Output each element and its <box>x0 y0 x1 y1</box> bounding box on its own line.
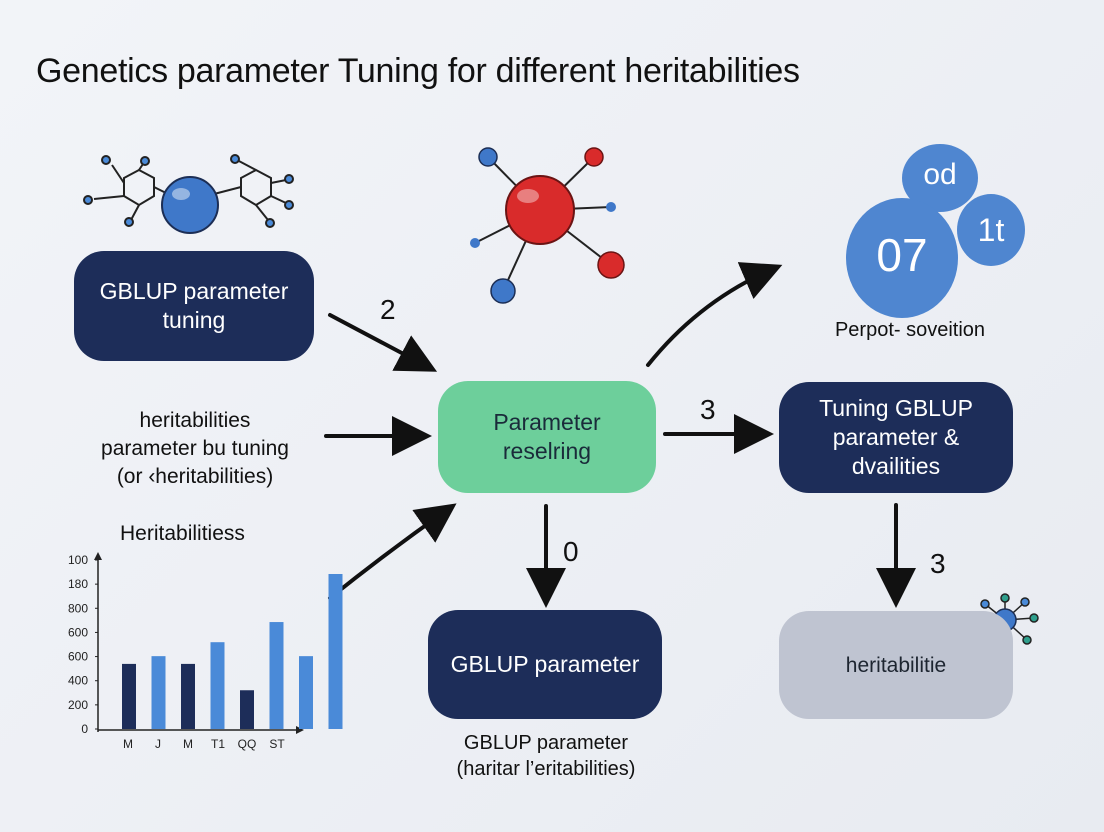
y-tick-label: 600 <box>68 625 88 639</box>
bar-m <box>122 663 136 729</box>
x-tick-label: QQ <box>238 737 257 751</box>
gblup-tuning-label: GBLUP parameter tuning <box>99 278 289 333</box>
gblup-parameter-box[interactable]: GBLUP parameter <box>428 610 662 719</box>
arrow-label-3-right: 3 <box>700 394 716 425</box>
arrow-chart-to-reselring <box>328 503 457 600</box>
bottom-caption: GBLUP parameter (haritar l’eritabilities… <box>416 730 676 782</box>
bubble-small-text: 1t <box>977 212 1005 248</box>
tuning-gblup-box[interactable]: Tuning GBLUP parameter & dvailities <box>779 382 1013 493</box>
bar-qq <box>299 656 313 729</box>
bar-j <box>151 656 166 729</box>
heritabilitie-label: heritabilitie <box>845 653 947 677</box>
y-tick-label: 600 <box>68 650 88 664</box>
x-tick-label: M <box>123 737 133 751</box>
bar-j <box>210 642 225 729</box>
blue-sphere-icon <box>161 176 219 234</box>
bar-t1 <box>269 622 284 729</box>
bottom-caption-line1: GBLUP parameter <box>463 732 629 754</box>
bar-m <box>240 690 254 729</box>
y-tick-label: 800 <box>68 601 88 615</box>
bubble-big-text: 07 <box>876 229 928 281</box>
arrow-label-3-down: 3 <box>930 548 946 579</box>
y-tick-label: 180 <box>68 577 88 591</box>
bottom-caption-line2: (haritar l’eritabilities) <box>456 758 636 780</box>
heritabilitie-box[interactable]: heritabilitie <box>779 611 1013 719</box>
molecule-hexagon-icon <box>83 154 294 228</box>
gblup-parameter-label: GBLUP parameter <box>450 651 640 677</box>
left-mid-caption-line3: (or ‹heritabilities) <box>116 465 274 488</box>
chart-title: Heritabilitiess <box>120 522 245 545</box>
arrow-tuning-to-reselring <box>328 313 438 372</box>
perpot-caption: Perpot- soveition <box>834 319 986 341</box>
y-tick-label: 200 <box>68 698 88 712</box>
heritability-bar-chart: 100 180 800 600 600 400 200 0M J M T1 QQ ST <box>68 552 343 751</box>
page-title: Genetics parameter Tuning for different … <box>36 52 800 90</box>
y-tick-label: 0 <box>81 722 88 736</box>
molecule-red-icon <box>470 147 625 304</box>
tuning-gblup-label: Tuning GBLUP parameter & dvailities <box>819 395 973 479</box>
x-tick-label: J <box>155 737 161 751</box>
arrow-label-0: 0 <box>563 536 579 567</box>
x-tick-label: M <box>183 737 193 751</box>
bubble-top-text: od <box>923 158 957 191</box>
left-mid-caption: heritabilities parameter bu tuning (or ‹… <box>70 407 320 491</box>
bar-st <box>328 574 343 729</box>
x-tick-label: ST <box>269 737 285 751</box>
parameter-reselring-box[interactable]: Parameter reselring <box>438 381 656 493</box>
left-mid-caption-line2: parameter bu tuning <box>101 437 289 460</box>
left-mid-caption-line1: heritabilities <box>139 409 251 432</box>
y-tick-label: 400 <box>68 674 88 688</box>
arrow-reselring-to-bubbles <box>646 262 783 367</box>
x-tick-label: T1 <box>211 737 225 751</box>
arrow-label-2: 2 <box>380 294 396 325</box>
parameter-reselring-label: Parameter reselring <box>493 409 601 464</box>
y-tick-label: 100 <box>68 553 88 567</box>
bubble-cluster-icon <box>846 144 1025 318</box>
bar-m <box>181 663 195 729</box>
gblup-tuning-box[interactable]: GBLUP parameter tuning <box>74 251 314 361</box>
